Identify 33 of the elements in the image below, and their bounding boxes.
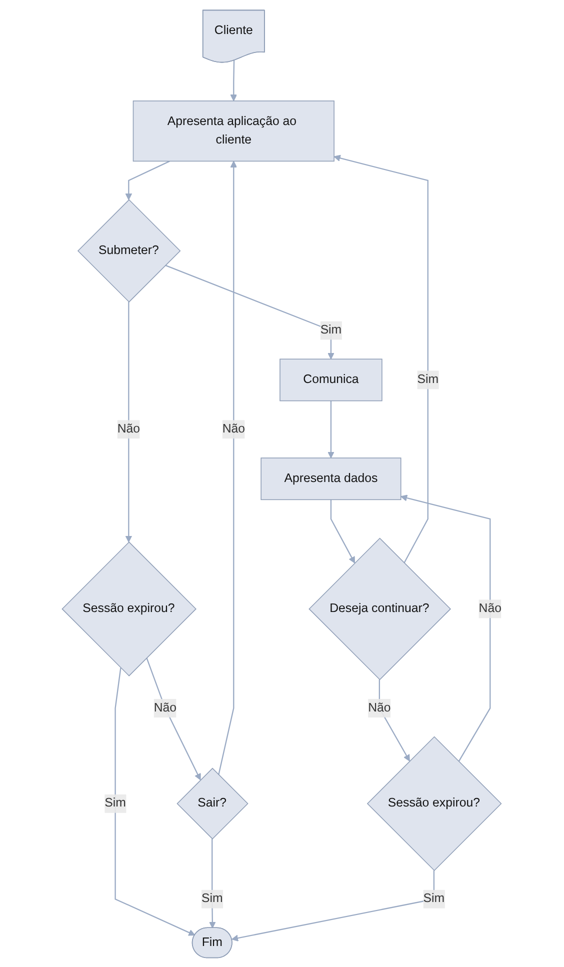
node-diamond — [176, 767, 248, 839]
arrow — [114, 667, 196, 936]
node-diamond — [367, 736, 502, 871]
edge-label: Sim — [104, 796, 126, 810]
arrow — [230, 60, 238, 101]
node-box — [133, 100, 335, 162]
edge-label: Não — [118, 422, 140, 436]
flowchart: Sim Não Não Não Sim Não Não Sim Sim Sim Cliente Apresenta aplicação ao cliente Submeter? Comunica Sessão expirou? Sair? Apresenta dados Deseja continuar? Sessão expirou? Fim — [56, 4, 508, 964]
arrow — [125, 301, 132, 542]
arrow — [165, 264, 335, 359]
arrow — [232, 870, 435, 941]
arrow — [146, 657, 201, 780]
arrow — [125, 160, 170, 200]
node-diamond — [78, 198, 181, 302]
node-diamond — [308, 537, 452, 680]
arrow — [218, 160, 238, 774]
edge-label: Não — [368, 700, 391, 714]
arrow — [328, 400, 335, 458]
node-diamond — [62, 541, 197, 676]
arrow — [209, 838, 216, 928]
edge-label: Sim — [417, 372, 439, 386]
edge-label: Sim — [423, 892, 445, 905]
node-box — [260, 457, 402, 500]
node-box — [280, 358, 382, 401]
arrow — [379, 679, 410, 761]
edge-label: Sim — [320, 323, 342, 336]
arrow — [400, 494, 491, 762]
edge-label: Sim — [202, 892, 223, 905]
edge-label: Não — [154, 700, 177, 714]
arrow — [330, 499, 356, 563]
edge-label: Não — [478, 602, 502, 615]
arrow — [334, 154, 429, 563]
edge-label: Não — [222, 422, 246, 436]
